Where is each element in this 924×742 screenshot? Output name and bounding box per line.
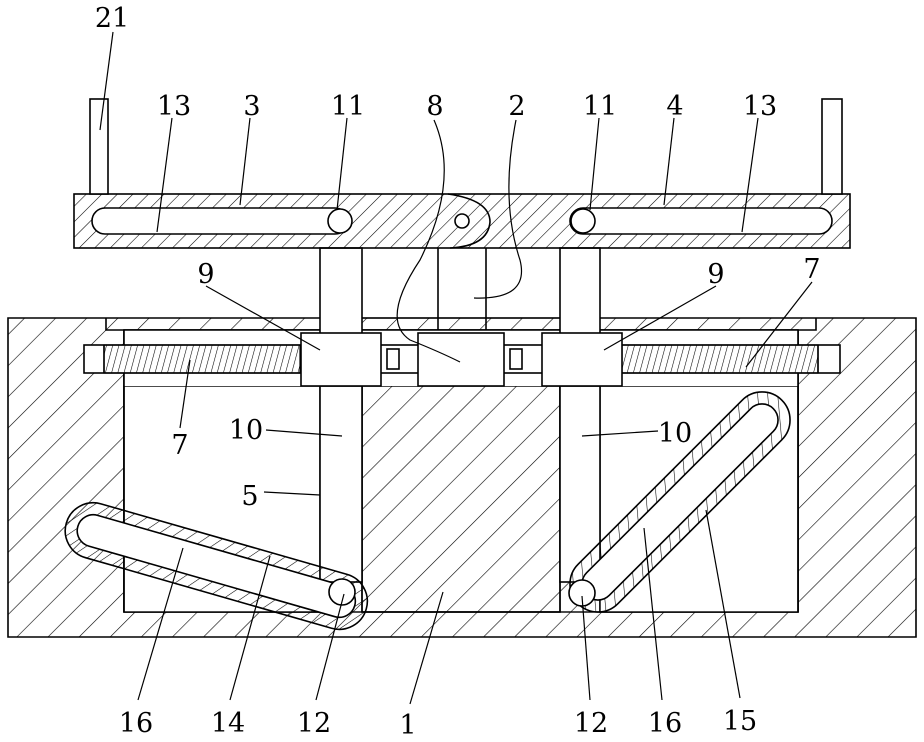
rod-collar-left (387, 349, 399, 369)
label-16-left: 16 (119, 708, 153, 739)
label-11-left: 11 (331, 91, 365, 122)
label-2: 2 (508, 91, 525, 122)
label-5: 5 (241, 481, 258, 512)
label-9-right: 9 (707, 259, 724, 290)
label-11-right: 11 (583, 91, 617, 122)
label-13-left: 13 (157, 91, 191, 122)
label-12-left: 12 (297, 708, 331, 739)
left-jaw (90, 99, 108, 194)
label-7-right: 7 (803, 254, 820, 285)
label-21: 21 (95, 3, 129, 34)
label-16-right: 16 (648, 708, 682, 739)
label-13-right: 13 (743, 91, 777, 122)
top-clamp-bar (74, 194, 850, 248)
label-1: 1 (399, 710, 416, 741)
label-7-left: 7 (171, 430, 188, 461)
center-block (418, 333, 504, 386)
label-12-right: 12 (574, 708, 608, 739)
left-nut-block (301, 333, 381, 386)
label-8: 8 (426, 91, 443, 122)
label-9-left: 9 (197, 259, 214, 290)
right-vertical-rod (560, 248, 600, 582)
label-3: 3 (243, 91, 260, 122)
rod-collar-right (510, 349, 522, 369)
left-vertical-rod (320, 248, 362, 582)
right-jaw (822, 99, 842, 194)
label-10-left: 10 (229, 415, 263, 446)
label-10-right: 10 (658, 418, 692, 449)
label-14: 14 (211, 708, 245, 739)
central-post (362, 248, 560, 330)
label-4: 4 (666, 91, 683, 122)
right-nut-block (542, 333, 622, 386)
label-15: 15 (723, 706, 757, 737)
